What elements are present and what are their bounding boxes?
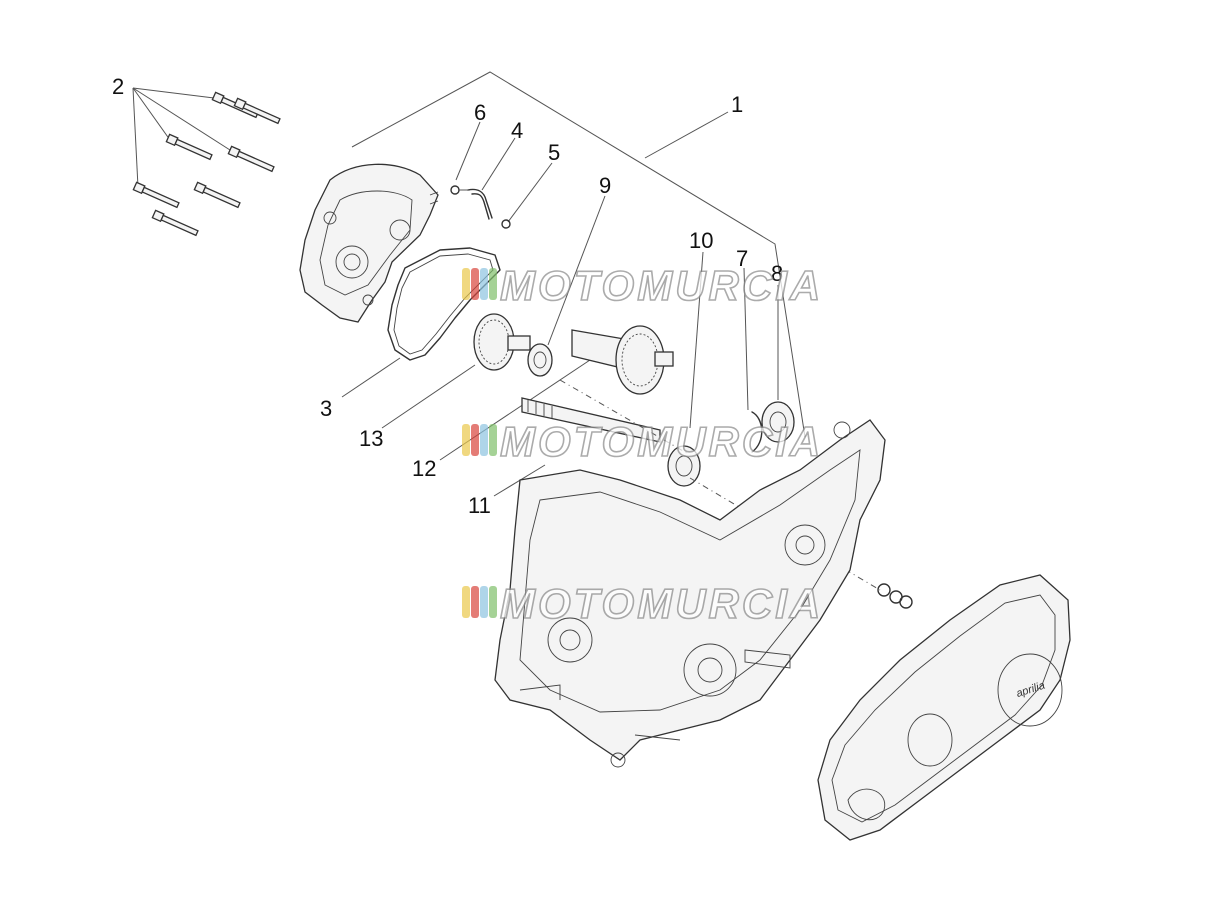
callout-2: 2 [112,74,124,99]
watermark-text: MOTOMURCIA [500,580,823,627]
leader-2-a [132,87,215,99]
watermark-stripes [462,586,497,618]
part-6-clip [450,185,470,195]
callout-4: 4 [511,118,523,143]
leader-6 [455,121,481,181]
watermark-3: MOTOMURCIA [462,579,823,628]
callout-6: 6 [474,100,486,125]
variator-cover: aprilia [817,574,1071,841]
leader-lines [132,71,806,497]
part-3-gasket [387,247,501,361]
part-7-circlip [751,411,763,453]
callout-12: 12 [412,456,436,481]
callout-3: 3 [320,396,332,421]
leader-10 [689,251,704,429]
leader-5 [507,162,553,223]
part-5-clamp [501,219,511,229]
watermark-1: MOTOMURCIA [462,261,823,310]
washer-nut-set [877,583,913,609]
watermark-stripes [462,268,497,300]
bolt [227,145,275,173]
leader-13 [381,364,476,429]
transmission-cover [299,163,439,323]
part-12-output-shaft [571,325,674,395]
leader-2-d [132,87,139,188]
callout-labels: 1 2 3 4 5 6 7 8 9 10 11 12 13 [112,74,783,518]
watermark-text: MOTOMURCIA [500,262,823,309]
bolt [233,97,281,125]
axis-centerline-2 [559,379,691,456]
leader-2-c [132,87,171,141]
watermark-text: MOTOMURCIA [500,418,823,465]
callout-13: 13 [359,426,383,451]
callout-11: 11 [468,493,491,518]
leader-1-label [644,111,729,159]
bolt [193,181,241,209]
leader-9 [547,195,606,346]
part-11-drive-shaft [521,397,661,443]
callout-10: 10 [689,228,713,253]
leader-7 [743,267,749,411]
watermark-2: MOTOMURCIA [462,417,823,466]
part-9-bearing [527,343,553,377]
callout-9: 9 [599,173,611,198]
bolt [132,181,180,209]
leader-1 [351,71,806,438]
leader-2-b [132,87,231,151]
part-4-breather-pipe [467,188,493,220]
part-13-intermediate-gear [473,313,531,371]
callout-1: 1 [731,92,743,117]
bolt [151,209,199,237]
callout-8: 8 [771,261,783,286]
callout-7: 7 [736,246,748,271]
part-2-bolts [132,91,281,237]
part-8-bearing [761,401,795,443]
leader-4 [481,137,516,191]
bolt [165,133,213,161]
leader-3 [341,357,401,398]
callout-5: 5 [548,140,560,165]
part-10-bearing [667,445,701,487]
part-1-crankcase [494,419,886,768]
watermark-stripes [462,424,497,456]
